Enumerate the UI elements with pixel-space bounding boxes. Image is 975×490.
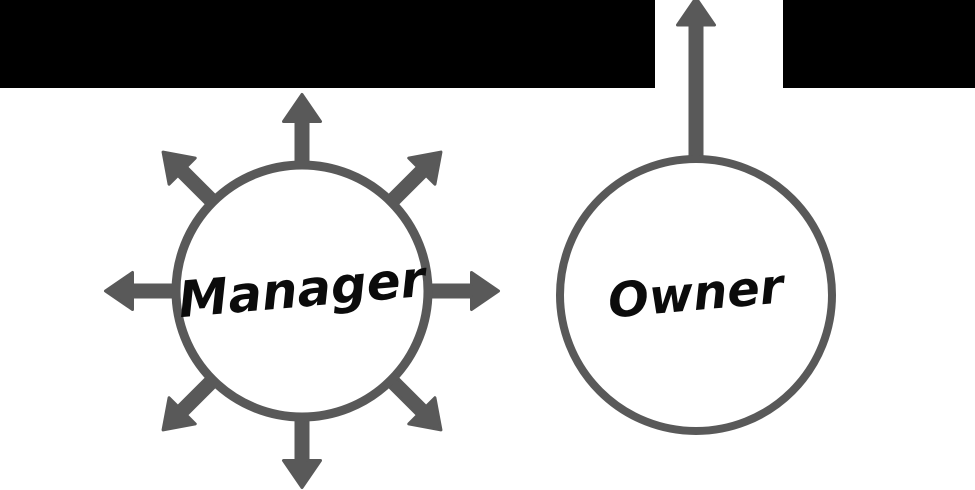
manager-circle[interactable] (171, 160, 433, 422)
manager-arrow-s (282, 411, 322, 489)
owner-circle[interactable] (556, 155, 836, 435)
manager-arrow-w (104, 271, 182, 311)
manager-arrow-e (422, 271, 500, 311)
occluder-right-band (783, 0, 975, 88)
owner-arrow-n (676, 0, 716, 165)
node-manager[interactable]: Manager (104, 93, 500, 489)
manager-arrow-n (282, 93, 322, 171)
occluder-left-band (0, 0, 655, 88)
owner-arrow-group (676, 0, 716, 165)
node-owner[interactable]: Owner (556, 0, 836, 435)
